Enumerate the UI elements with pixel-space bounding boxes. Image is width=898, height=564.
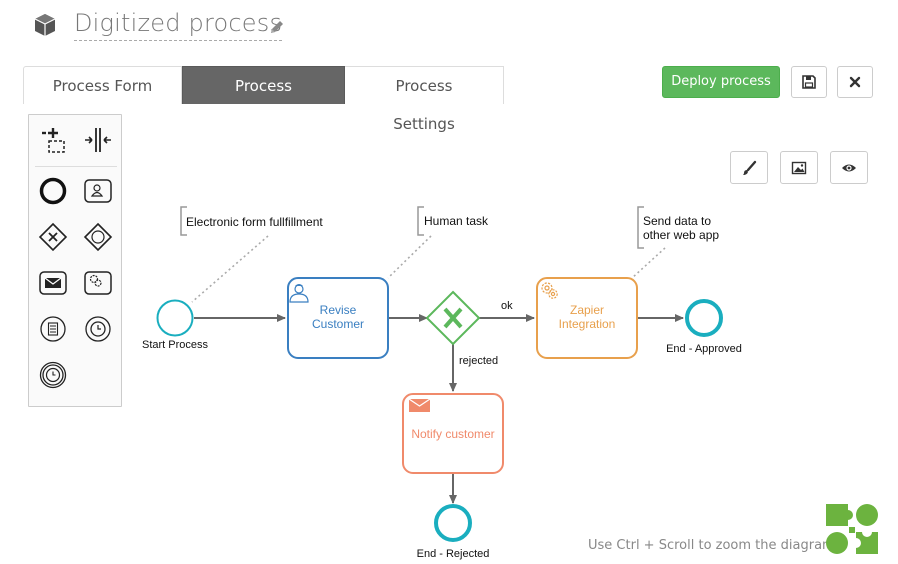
annotation-send-text-1: Send data to [643, 214, 711, 228]
task-revise-label-2: Customer [312, 317, 364, 331]
end-rejected-label: End - Rejected [417, 548, 490, 560]
task-zapier-integration[interactable]: Zapier Integration [536, 277, 638, 359]
service-task-icon[interactable] [82, 267, 114, 299]
puzzle-logo-icon [826, 504, 878, 554]
end-event-approved[interactable]: End - Approved [666, 299, 742, 355]
export-image-button[interactable] [780, 151, 818, 184]
element-palette [28, 114, 122, 407]
end-event-rejected[interactable]: End - Rejected [417, 504, 490, 560]
start-event-icon[interactable] [37, 175, 69, 207]
zoom-hint: Use Ctrl + Scroll to zoom the diagram [588, 538, 835, 553]
space-tool-icon[interactable] [82, 124, 114, 156]
color-button[interactable] [730, 151, 768, 184]
timer-event-icon[interactable] [82, 313, 114, 345]
association-line [191, 235, 269, 303]
close-icon [849, 76, 861, 88]
palette-separator [35, 166, 117, 167]
preview-button[interactable] [830, 151, 868, 184]
task-notify-customer[interactable]: Notify customer [402, 393, 504, 474]
exclusive-gateway[interactable] [425, 290, 481, 346]
cube-icon [34, 14, 56, 36]
tab-process-workflow[interactable]: Process Workflow [182, 66, 345, 133]
end-timer-event-icon[interactable] [37, 359, 69, 391]
event-gateway-icon[interactable] [82, 221, 114, 253]
annotation-send[interactable]: Send data to other web app [631, 206, 719, 279]
task-zapier-label-1: Zapier [570, 303, 604, 317]
task-revise-customer[interactable]: Revise Customer [287, 277, 389, 359]
gear-icon [541, 282, 558, 299]
exclusive-gateway-icon[interactable] [37, 221, 69, 253]
user-task-icon[interactable] [82, 175, 114, 207]
save-button[interactable] [791, 66, 827, 98]
end-approved-label: End - Approved [666, 343, 742, 355]
task-notify-label: Notify customer [411, 427, 494, 441]
annotation-human-text: Human task [424, 214, 489, 228]
annotation-form[interactable]: Electronic form fullfillment [180, 206, 323, 303]
start-event-label: Start Process [142, 339, 209, 351]
deploy-process-button[interactable]: Deploy process [662, 66, 780, 98]
send-task-icon[interactable] [37, 267, 69, 299]
close-button[interactable] [837, 66, 873, 98]
bpmn-diagram[interactable]: Electronic form fullfillment Human task … [0, 104, 898, 564]
envelope-icon [408, 398, 431, 412]
brush-icon [743, 160, 757, 175]
eye-icon [842, 164, 856, 171]
tab-process-settings[interactable]: Process Settings [345, 66, 504, 133]
task-zapier-label-2: Integration [559, 317, 616, 331]
start-event[interactable]: Start Process [142, 299, 209, 352]
tab-process-form[interactable]: Process Form [23, 66, 182, 104]
flow-label-ok: ok [501, 300, 513, 312]
association-line [387, 235, 432, 279]
annotation-send-text-2: other web app [643, 228, 719, 242]
flow-label-rejected: rejected [459, 355, 498, 367]
x-mark-icon [443, 307, 463, 329]
user-icon [289, 284, 309, 303]
floppy-icon [802, 75, 816, 89]
association-line [631, 247, 666, 279]
annotation-human[interactable]: Human task [387, 206, 489, 279]
hand-tool-icon[interactable] [37, 124, 69, 156]
image-icon [791, 161, 807, 174]
annotation-form-text: Electronic form fullfillment [186, 215, 323, 229]
task-revise-label-1: Revise [320, 303, 357, 317]
tab-bar: Process Form Process Workflow Process Se… [23, 66, 504, 133]
page-title[interactable]: Digitized process [74, 8, 283, 41]
intermediate-event-icon[interactable] [37, 313, 69, 345]
pencil-icon[interactable] [268, 18, 286, 36]
